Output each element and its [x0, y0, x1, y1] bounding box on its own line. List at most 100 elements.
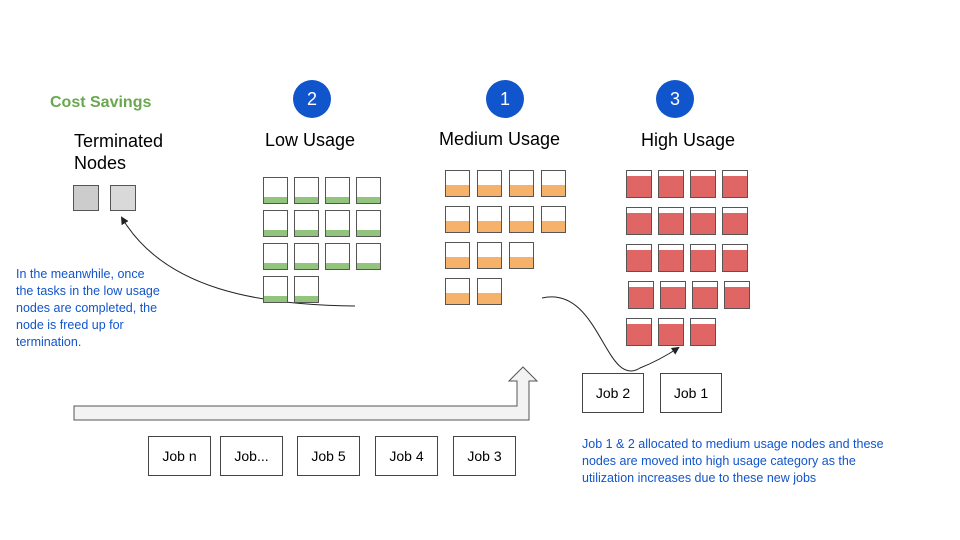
- low-usage-level: [357, 229, 380, 236]
- medium-usage-node: [477, 242, 502, 269]
- termination-note-line: the tasks in the low usage: [16, 284, 160, 298]
- low-usage-level: [264, 295, 287, 302]
- low-usage-level: [326, 262, 349, 269]
- medium-usage-node: [445, 278, 470, 305]
- cost-savings-label: Cost Savings: [50, 94, 152, 111]
- low-usage-node-grid: [263, 177, 383, 307]
- high-usage-level: [723, 213, 747, 234]
- high-usage-node-grid: [626, 170, 756, 355]
- low-usage-level: [326, 229, 349, 236]
- high-usage-level: [693, 287, 717, 308]
- low-usage-level: [357, 262, 380, 269]
- termination-arrow: [120, 216, 356, 307]
- job-box-job-n: Job n: [148, 436, 211, 476]
- medium-usage-node: [477, 170, 502, 197]
- medium-usage-node: [445, 242, 470, 269]
- high-usage-level: [627, 324, 651, 345]
- job-box-job-1: Job 1: [660, 373, 722, 413]
- termination-note: In the meanwhile, once the tasks in the …: [16, 266, 216, 351]
- medium-usage-node: [541, 170, 566, 197]
- termination-note-line: termination.: [16, 335, 82, 349]
- high-usage-node: [658, 244, 684, 272]
- low-usage-level: [295, 229, 318, 236]
- high-usage-node: [722, 170, 748, 198]
- termination-note-line: nodes are completed, the: [16, 301, 158, 315]
- low-usage-level: [326, 196, 349, 203]
- termination-note-line: In the meanwhile, once: [16, 267, 145, 281]
- medium-usage-level: [542, 184, 565, 196]
- low-usage-level: [357, 196, 380, 203]
- low-usage-level: [295, 196, 318, 203]
- high-usage-level: [691, 176, 715, 197]
- promotion-arrow: [541, 296, 680, 372]
- high-usage-level: [659, 250, 683, 271]
- high-usage-node: [724, 281, 750, 309]
- high-usage-node: [690, 318, 716, 346]
- low-usage-node: [356, 177, 381, 204]
- step-badge-high: 3: [656, 80, 694, 118]
- high-usage-level: [691, 250, 715, 271]
- job-box-job-3: Job 3: [453, 436, 516, 476]
- terminated-node-2: [110, 185, 136, 211]
- job-box-job-2: Job 2: [582, 373, 644, 413]
- medium-usage-node: [445, 170, 470, 197]
- high-usage-level: [691, 324, 715, 345]
- high-usage-node: [626, 244, 652, 272]
- low-usage-node: [263, 177, 288, 204]
- high-usage-title: High Usage: [641, 130, 736, 150]
- high-usage-level: [659, 176, 683, 197]
- high-usage-level: [691, 213, 715, 234]
- high-usage-node: [660, 281, 686, 309]
- high-usage-node: [690, 244, 716, 272]
- medium-usage-level: [478, 256, 501, 268]
- medium-usage-level: [446, 220, 469, 232]
- low-usage-level: [264, 196, 287, 203]
- medium-usage-level: [446, 184, 469, 196]
- low-usage-level: [295, 262, 318, 269]
- high-usage-node: [626, 207, 652, 235]
- high-usage-level: [659, 213, 683, 234]
- low-usage-node: [356, 210, 381, 237]
- low-usage-node: [263, 243, 288, 270]
- high-usage-node: [626, 170, 652, 198]
- medium-usage-level: [446, 256, 469, 268]
- medium-usage-level: [478, 220, 501, 232]
- low-usage-node: [294, 177, 319, 204]
- high-usage-level: [629, 287, 653, 308]
- medium-usage-level: [510, 220, 533, 232]
- medium-usage-node: [509, 242, 534, 269]
- job-box-job-ellipsis: Job...: [220, 436, 283, 476]
- high-usage-level: [723, 250, 747, 271]
- low-usage-level: [295, 295, 318, 302]
- medium-usage-node: [509, 206, 534, 233]
- step-badge-low: 2: [293, 80, 331, 118]
- job-box-job-4: Job 4: [375, 436, 438, 476]
- medium-usage-level: [446, 292, 469, 304]
- medium-usage-node: [509, 170, 534, 197]
- low-usage-node: [325, 177, 350, 204]
- medium-usage-node: [477, 278, 502, 305]
- medium-usage-node: [477, 206, 502, 233]
- high-usage-level: [627, 176, 651, 197]
- medium-usage-node: [541, 206, 566, 233]
- high-usage-node: [658, 207, 684, 235]
- low-usage-node: [294, 210, 319, 237]
- high-usage-node: [658, 170, 684, 198]
- low-usage-node: [263, 210, 288, 237]
- low-usage-title: Low Usage: [265, 130, 356, 150]
- medium-usage-node: [445, 206, 470, 233]
- medium-usage-title: Medium Usage: [439, 129, 561, 149]
- high-usage-node: [722, 207, 748, 235]
- medium-usage-level: [542, 220, 565, 232]
- high-usage-node: [722, 244, 748, 272]
- step-badge-medium: 1: [486, 80, 524, 118]
- high-usage-node: [628, 281, 654, 309]
- terminated-nodes-title: Terminated Nodes: [74, 130, 163, 174]
- low-usage-node: [356, 243, 381, 270]
- medium-usage-level: [478, 292, 501, 304]
- medium-usage-node-grid: [445, 170, 570, 310]
- high-usage-level: [627, 250, 651, 271]
- allocation-note: Job 1 & 2 allocated to medium usage node…: [582, 436, 952, 487]
- low-usage-level: [264, 229, 287, 236]
